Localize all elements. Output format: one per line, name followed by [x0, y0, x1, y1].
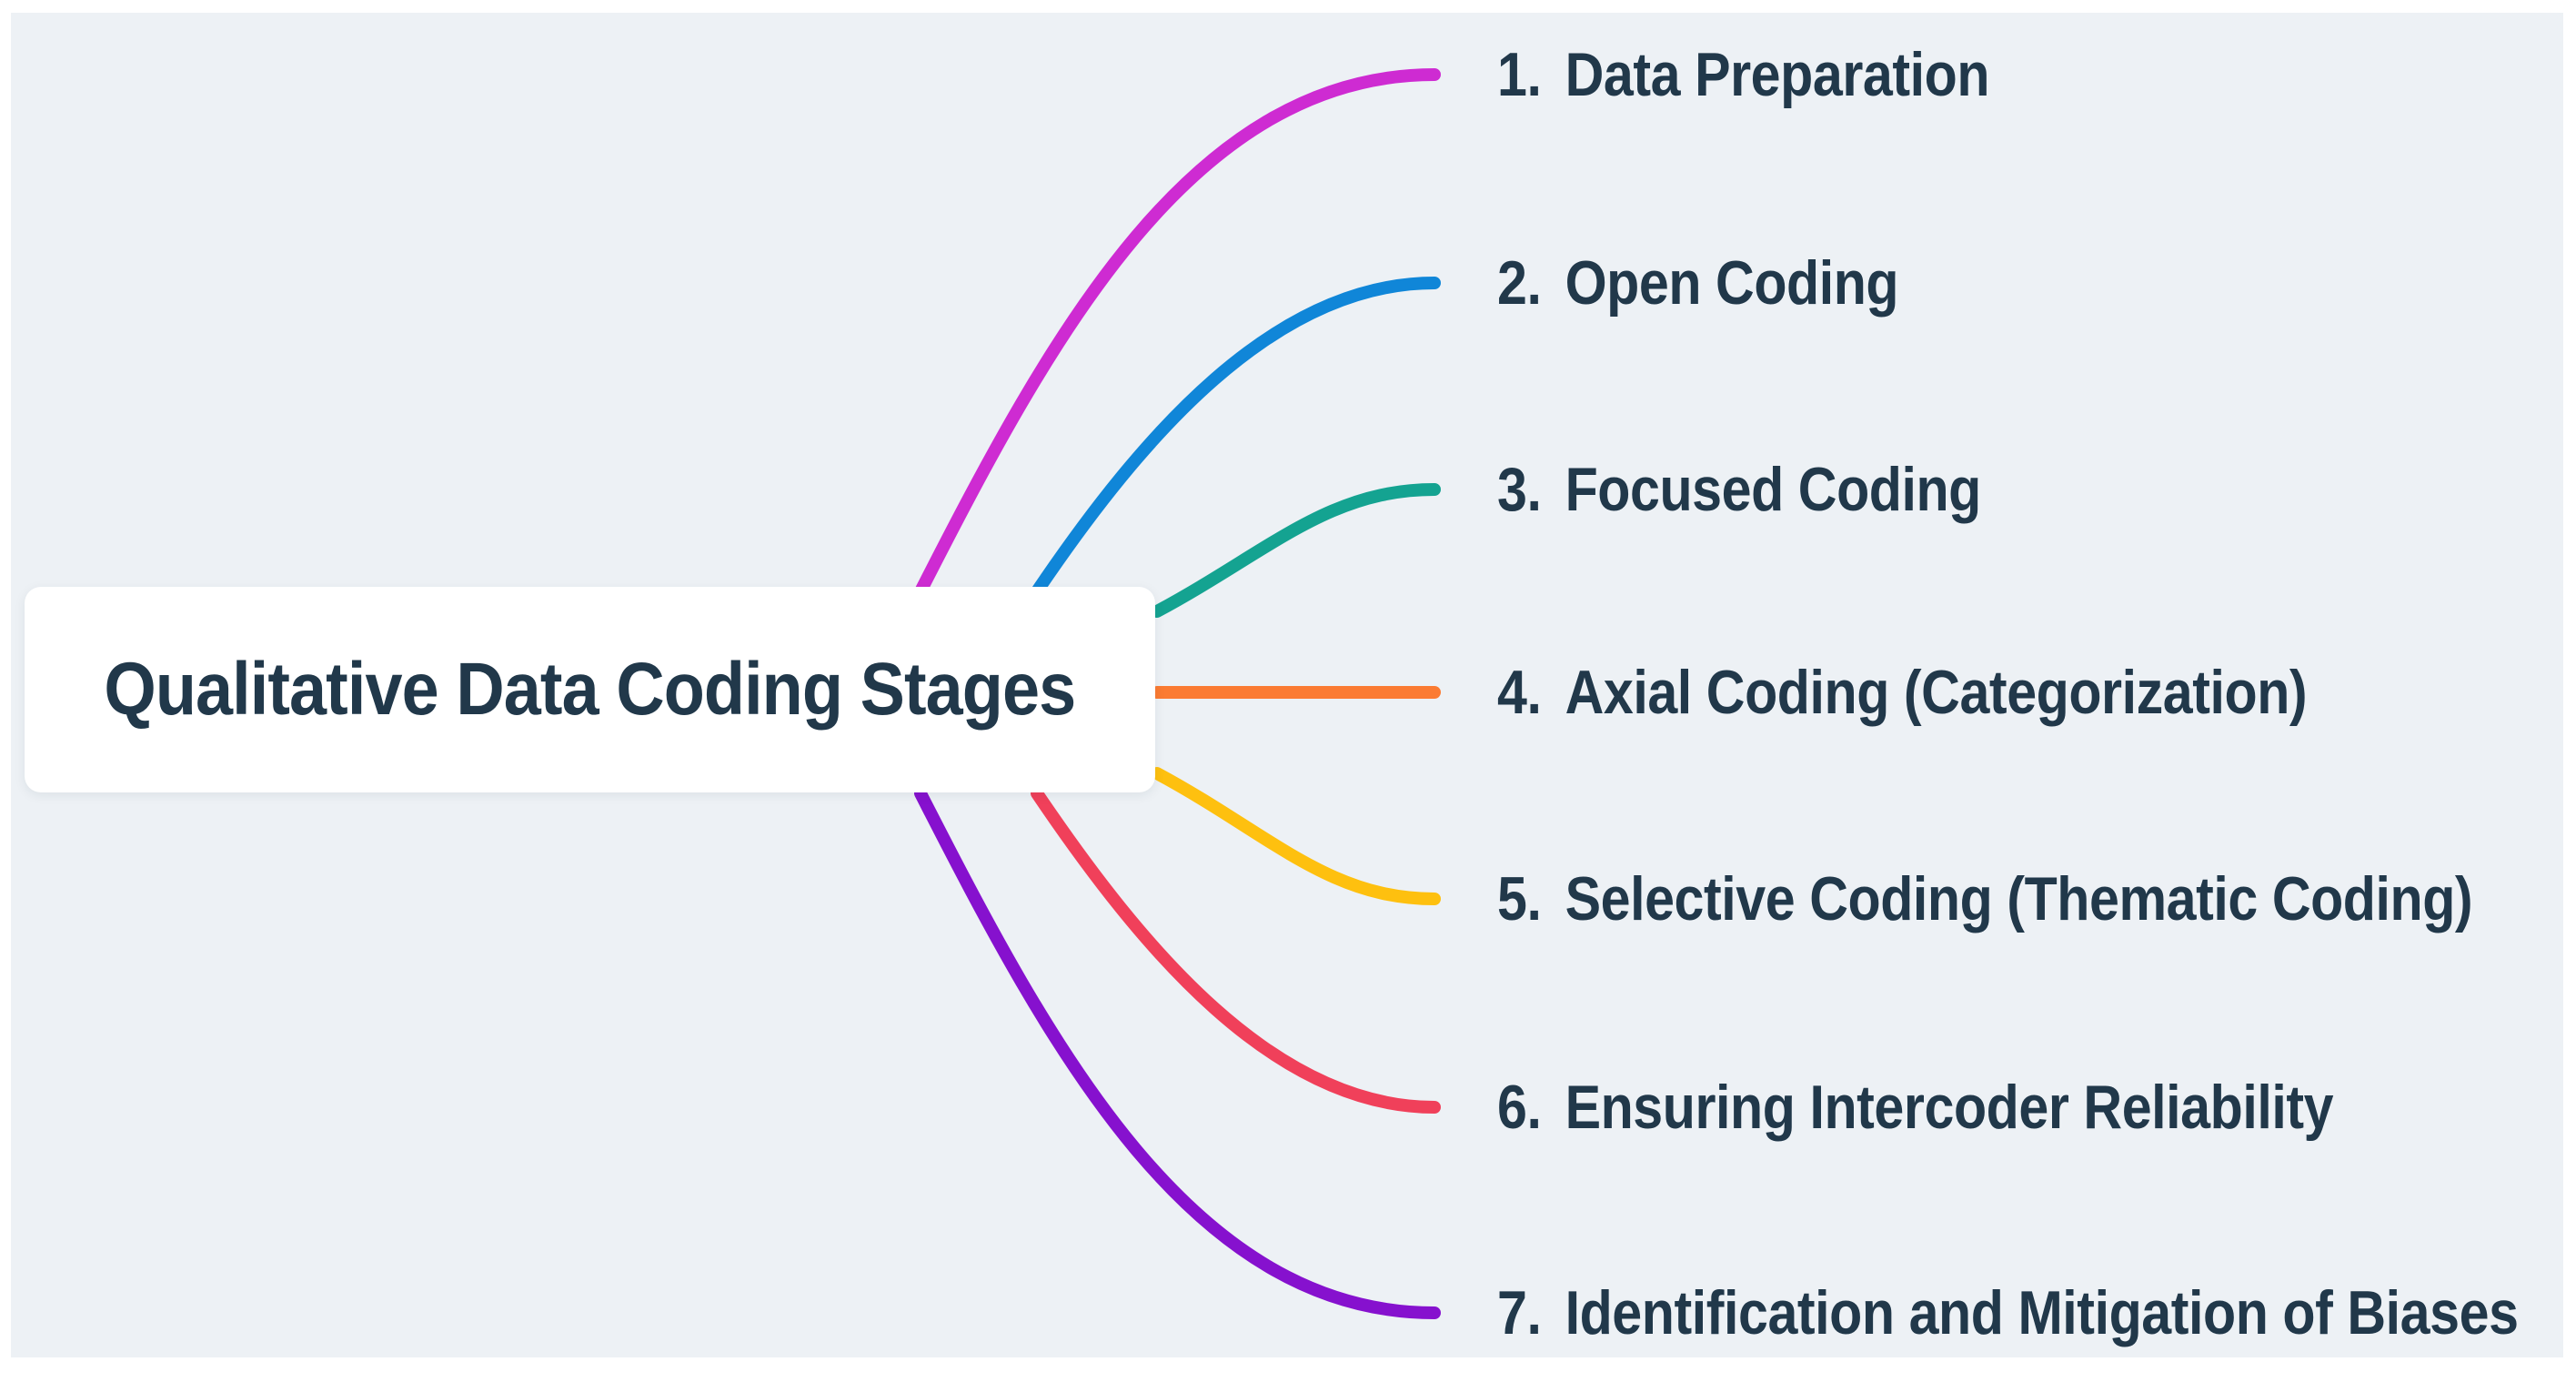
branch-label: Selective Coding (Thematic Coding) [1565, 864, 2473, 933]
branch-item-2[interactable]: 2. Open Coding [1497, 247, 1958, 318]
branch-label: Open Coding [1565, 248, 1899, 318]
branch-number: 6. [1497, 1073, 1542, 1142]
branch-label: Data Preparation [1565, 40, 1990, 109]
branch-number: 1. [1497, 40, 1542, 109]
branch-label: Identification and Mitigation of Biases [1565, 1278, 2519, 1347]
central-node-label: Qualitative Data Coding Stages [104, 648, 1077, 731]
branch-number: 7. [1497, 1278, 1542, 1347]
central-node[interactable]: Qualitative Data Coding Stages [25, 587, 1155, 792]
branch-item-7[interactable]: 7. Identification and Mitigation of Bias… [1497, 1277, 2576, 1348]
branch-number: 5. [1497, 864, 1542, 933]
branch-item-3[interactable]: 3. Focused Coding [1497, 454, 2053, 525]
branch-item-5[interactable]: 5. Selective Coding (Thematic Coding) [1497, 863, 2576, 934]
branch-item-1[interactable]: 1. Data Preparation [1497, 39, 2063, 110]
branch-number: 2. [1497, 248, 1542, 318]
branch-label: Axial Coding (Categorization) [1565, 658, 2308, 727]
branch-item-4[interactable]: 4. Axial Coding (Categorization) [1497, 657, 2428, 728]
branch-number: 3. [1497, 455, 1542, 524]
branch-label: Ensuring Intercoder Reliability [1565, 1073, 2334, 1142]
branch-label: Focused Coding [1565, 455, 1982, 524]
branch-number: 4. [1497, 658, 1542, 727]
branch-item-6[interactable]: 6. Ensuring Intercoder Reliability [1497, 1072, 2458, 1143]
